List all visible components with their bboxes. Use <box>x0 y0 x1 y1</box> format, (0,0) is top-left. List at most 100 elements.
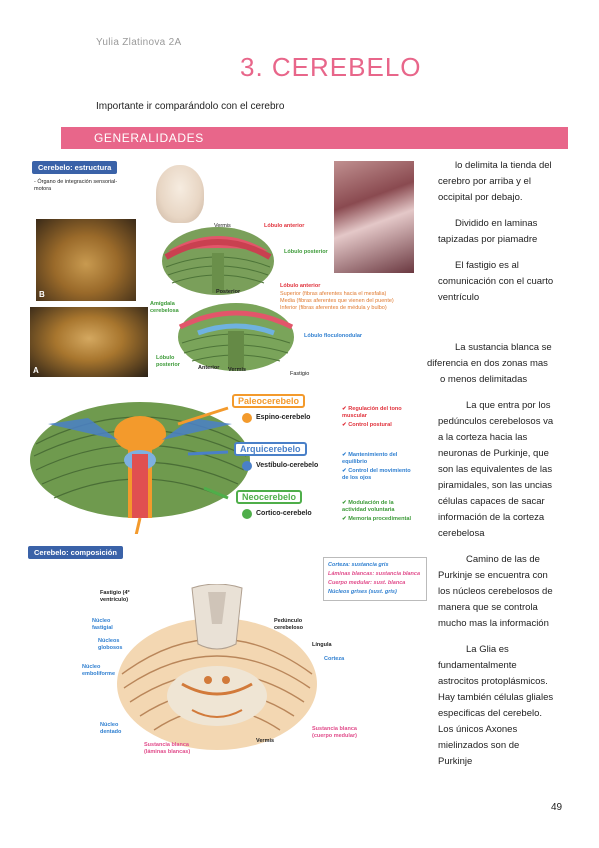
side-note: Dividido en laminas <box>455 218 538 229</box>
side-note: ventrículo <box>438 292 480 303</box>
photo-b-label: B <box>39 290 45 299</box>
figure-label: Cerebelo: composición <box>28 546 123 559</box>
author: Yulia Zlatinova 2A <box>96 37 182 48</box>
side-note: Purkinje <box>438 756 473 767</box>
photo-a-label: A <box>33 366 39 375</box>
nucleo-fastigial-label: Núcleo fastigial <box>92 618 113 631</box>
side-note: los núcleos cerebelosos de <box>438 586 553 597</box>
legend-laminas: Láminas blancas: sustancia blanca <box>328 571 421 577</box>
side-note: especificas del cerebelo. <box>438 708 543 719</box>
cerebellum-bottom-illustration <box>178 303 294 371</box>
neo-item-1: ✔ Modulación de la actividad voluntaria <box>342 500 395 513</box>
side-note: comunicación con el cuarto <box>438 276 554 287</box>
arquicerebelo-heading: Arquicerebelo <box>234 442 307 456</box>
peduncle-inferior-label: Inferior (fibras aferentes de médula y b… <box>280 305 387 311</box>
side-note: Purkinje se encuentra con <box>438 570 548 581</box>
arqui-sub: Vestíbulo-cerebelo <box>256 462 319 469</box>
corteza-label: Corteza <box>324 656 345 662</box>
lobulo-posterior-top-label: Lóbulo posterior <box>284 249 328 255</box>
anterior-label: Anterior <box>198 365 220 371</box>
cerebellum-section-illustration <box>117 584 317 750</box>
page-title: 3. CEREBELO <box>240 52 422 82</box>
legend-corteza: Corteza: sustancia gris <box>328 562 389 568</box>
intro-text: Importante ir comparándolo con el cerebr… <box>96 101 285 112</box>
paleo-item-1: ✔ Regulación del tono muscular <box>342 406 402 419</box>
side-note: La que entra por los <box>466 400 551 411</box>
figure-structure: Cerebelo: estructura - Órgano de integra… <box>28 157 417 379</box>
sust-blanca-cuerpo-label: Sustancia blanca (cuerpo medular) <box>312 726 357 739</box>
neo-color-dot <box>242 509 252 519</box>
cerebellum-top-illustration <box>162 227 274 295</box>
legend-cuerpo: Cuerpo medular: sust. blanca <box>328 580 406 586</box>
arqui-item-2: ✔ Control del movimiento de los ojos <box>342 468 411 481</box>
side-note: Camino de las de <box>466 554 540 565</box>
amigdala-label: Amígdala cerebelosa <box>150 301 179 314</box>
side-note: son las equivalentes de las <box>438 464 553 475</box>
vermis-top-label: Vermis <box>214 223 231 229</box>
figure-label: Cerebelo: estructura <box>32 161 118 174</box>
legend-nucleos: Núcleos grises (sust. gris) <box>328 589 397 595</box>
side-note: fundamentalmente <box>438 660 517 671</box>
side-note: o menos delimitadas <box>440 374 528 385</box>
composition-legend: Corteza: sustancia gris Láminas blancas:… <box>323 557 427 601</box>
side-note: pedúnculos cerebelosos va <box>438 416 554 427</box>
side-note: tapizadas por piamadre <box>438 234 538 245</box>
side-note: astrocitos protoplásmicos. <box>438 676 548 687</box>
side-note: cerebro por arriba y el <box>438 176 531 187</box>
side-note: diferencia en dos zonas mas <box>427 358 548 369</box>
side-note: cerebelosa <box>438 528 485 539</box>
side-note: occipital por debajo. <box>438 192 523 203</box>
figure-bullet: - Órgano de integración sensorial-motora <box>34 179 118 192</box>
lobulo-anterior-label: Lóbulo anterior <box>280 283 321 289</box>
page-number: 49 <box>551 802 563 813</box>
side-note: El fastigio es al <box>455 260 519 271</box>
fastigio-label: Fastigio (4º ventrículo) <box>100 590 130 603</box>
paleo-color-dot <box>242 413 252 423</box>
specimen-photo-b: B <box>36 219 136 301</box>
side-note: La sustancia blanca se <box>455 342 552 353</box>
side-note: células capaces de sacar <box>438 496 545 507</box>
lobulo-posterior-label: Lóbulo posterior <box>156 355 180 368</box>
arqui-item-1: ✔ Mantenimiento del equilibrio <box>342 452 398 465</box>
nucleos-globosos-label: Núcleos globosos <box>98 638 123 651</box>
neo-item-2: ✔ Memoria procedimental <box>342 516 412 522</box>
peduncle-media-label: Media (fibras aferentes que vienen del p… <box>280 298 394 304</box>
paleo-sub: Espino-cerebelo <box>256 414 311 421</box>
side-note: piramidales, son las uncias <box>438 480 553 491</box>
nucleo-emboliforme-label: Núcleo emboliforme <box>82 664 116 677</box>
side-note: manera que se controla <box>438 602 538 613</box>
paleo-item-2: ✔ Control postural <box>342 422 392 428</box>
cerebellum-divisions-illustration <box>30 402 250 534</box>
figure-composition: Cerebelo: composición Fastigio (4º ventr… <box>28 544 431 760</box>
mri-photo <box>334 161 414 273</box>
specimen-photo-a: A <box>30 307 148 377</box>
sust-blanca-laminas-label: Sustancia blanca (láminas blancas) <box>144 742 191 755</box>
neocerebelo-heading: Neocerebelo <box>236 490 303 504</box>
peduncle-superior-label: Superior (fibras aferentes hacia el mesf… <box>280 291 387 297</box>
pedunculo-label: Pedúnculo cerebeloso <box>274 618 304 631</box>
side-note: mielinzados son de <box>438 740 520 751</box>
neo-sub: Cortico-cerebelo <box>256 510 312 517</box>
paleocerebelo-heading: Paleocerebelo <box>232 394 306 408</box>
side-note: a la corteza hacia las <box>438 432 528 443</box>
lingula-label: Língula <box>312 642 332 648</box>
posterior-label: Posterior <box>216 289 241 295</box>
vermis-label: Vermis <box>228 367 247 373</box>
side-note: lo delimita la tienda del <box>455 160 552 171</box>
side-note: información de la corteza <box>438 512 545 523</box>
skull-icon <box>156 165 204 223</box>
side-note: Hay también células gliales <box>438 692 554 703</box>
fastigio-label: Fastigio <box>290 371 310 377</box>
side-note: mucho mas la información <box>438 618 549 629</box>
vermis-label: Vermis <box>256 738 275 744</box>
nucleo-dentado-label: Núcleo dentado <box>100 722 122 735</box>
side-note: La Glia es <box>466 644 509 655</box>
figure-divisions: Paleocerebelo Espino-cerebelo ✔ Regulaci… <box>28 388 421 536</box>
side-note: Los únicos Axones <box>438 724 518 735</box>
section-bar: GENERALIDADES <box>61 127 568 149</box>
arqui-color-dot <box>242 461 252 471</box>
section-title: GENERALIDADES <box>94 131 204 145</box>
lobulo-anterior-top-label: Lóbulo anterior <box>264 223 305 229</box>
side-note: neuronas de Purkinje, que <box>438 448 549 459</box>
lobulo-floculonodular-label: Lóbulo floculonodular <box>304 333 363 339</box>
